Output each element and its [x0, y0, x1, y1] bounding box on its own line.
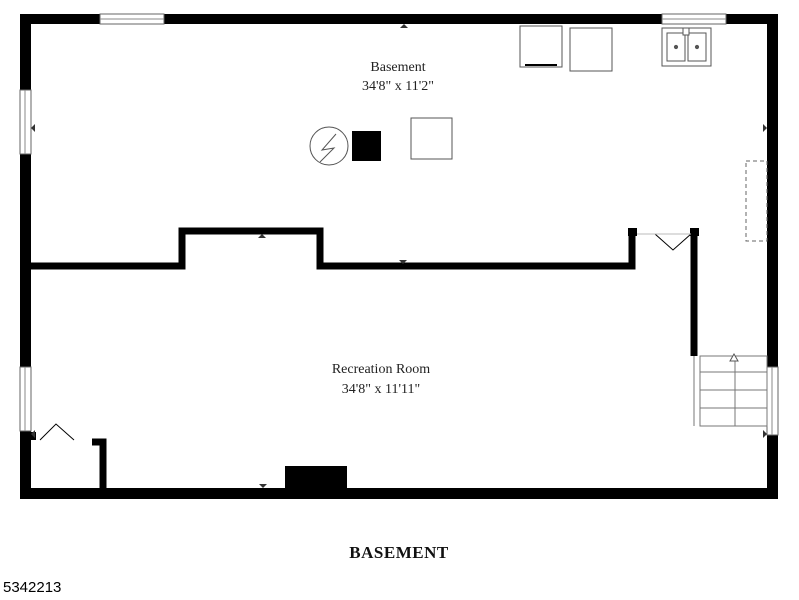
water-heater-icon — [309, 126, 349, 166]
door-swing-icon — [39, 423, 75, 441]
washer — [519, 25, 563, 68]
listing-id: 5342213 — [3, 579, 62, 596]
door-swing-icon — [637, 233, 692, 251]
room-name-basement: Basement — [370, 60, 425, 75]
wall-stub-top — [628, 228, 637, 236]
laundry-sink-icon — [661, 27, 712, 67]
wall-left — [20, 14, 31, 499]
wall-stub-top-right — [690, 228, 699, 236]
hearth — [285, 466, 347, 490]
closet-wall — [92, 438, 107, 490]
wall-right — [767, 14, 778, 499]
wall-markers — [31, 24, 767, 488]
closet-stub — [20, 432, 36, 440]
appliances — [519, 25, 613, 72]
outer-walls — [20, 14, 778, 499]
room-dimensions-basement: 34'8" x 11'2" — [362, 79, 434, 94]
furnace — [352, 131, 381, 161]
stairs-arrow-icon — [729, 352, 739, 362]
dashed-shelf — [745, 160, 768, 242]
room-dimensions-recreation: 34'8" x 11'11" — [342, 382, 420, 397]
square-fixture — [410, 117, 453, 160]
wall-bottom — [20, 488, 778, 499]
floor-title: BASEMENT — [349, 543, 449, 562]
wall-top — [20, 14, 778, 24]
room-name-recreation: Recreation Room — [332, 362, 430, 377]
interior-wall — [31, 227, 636, 270]
stairs — [693, 355, 768, 427]
dryer — [569, 27, 613, 72]
